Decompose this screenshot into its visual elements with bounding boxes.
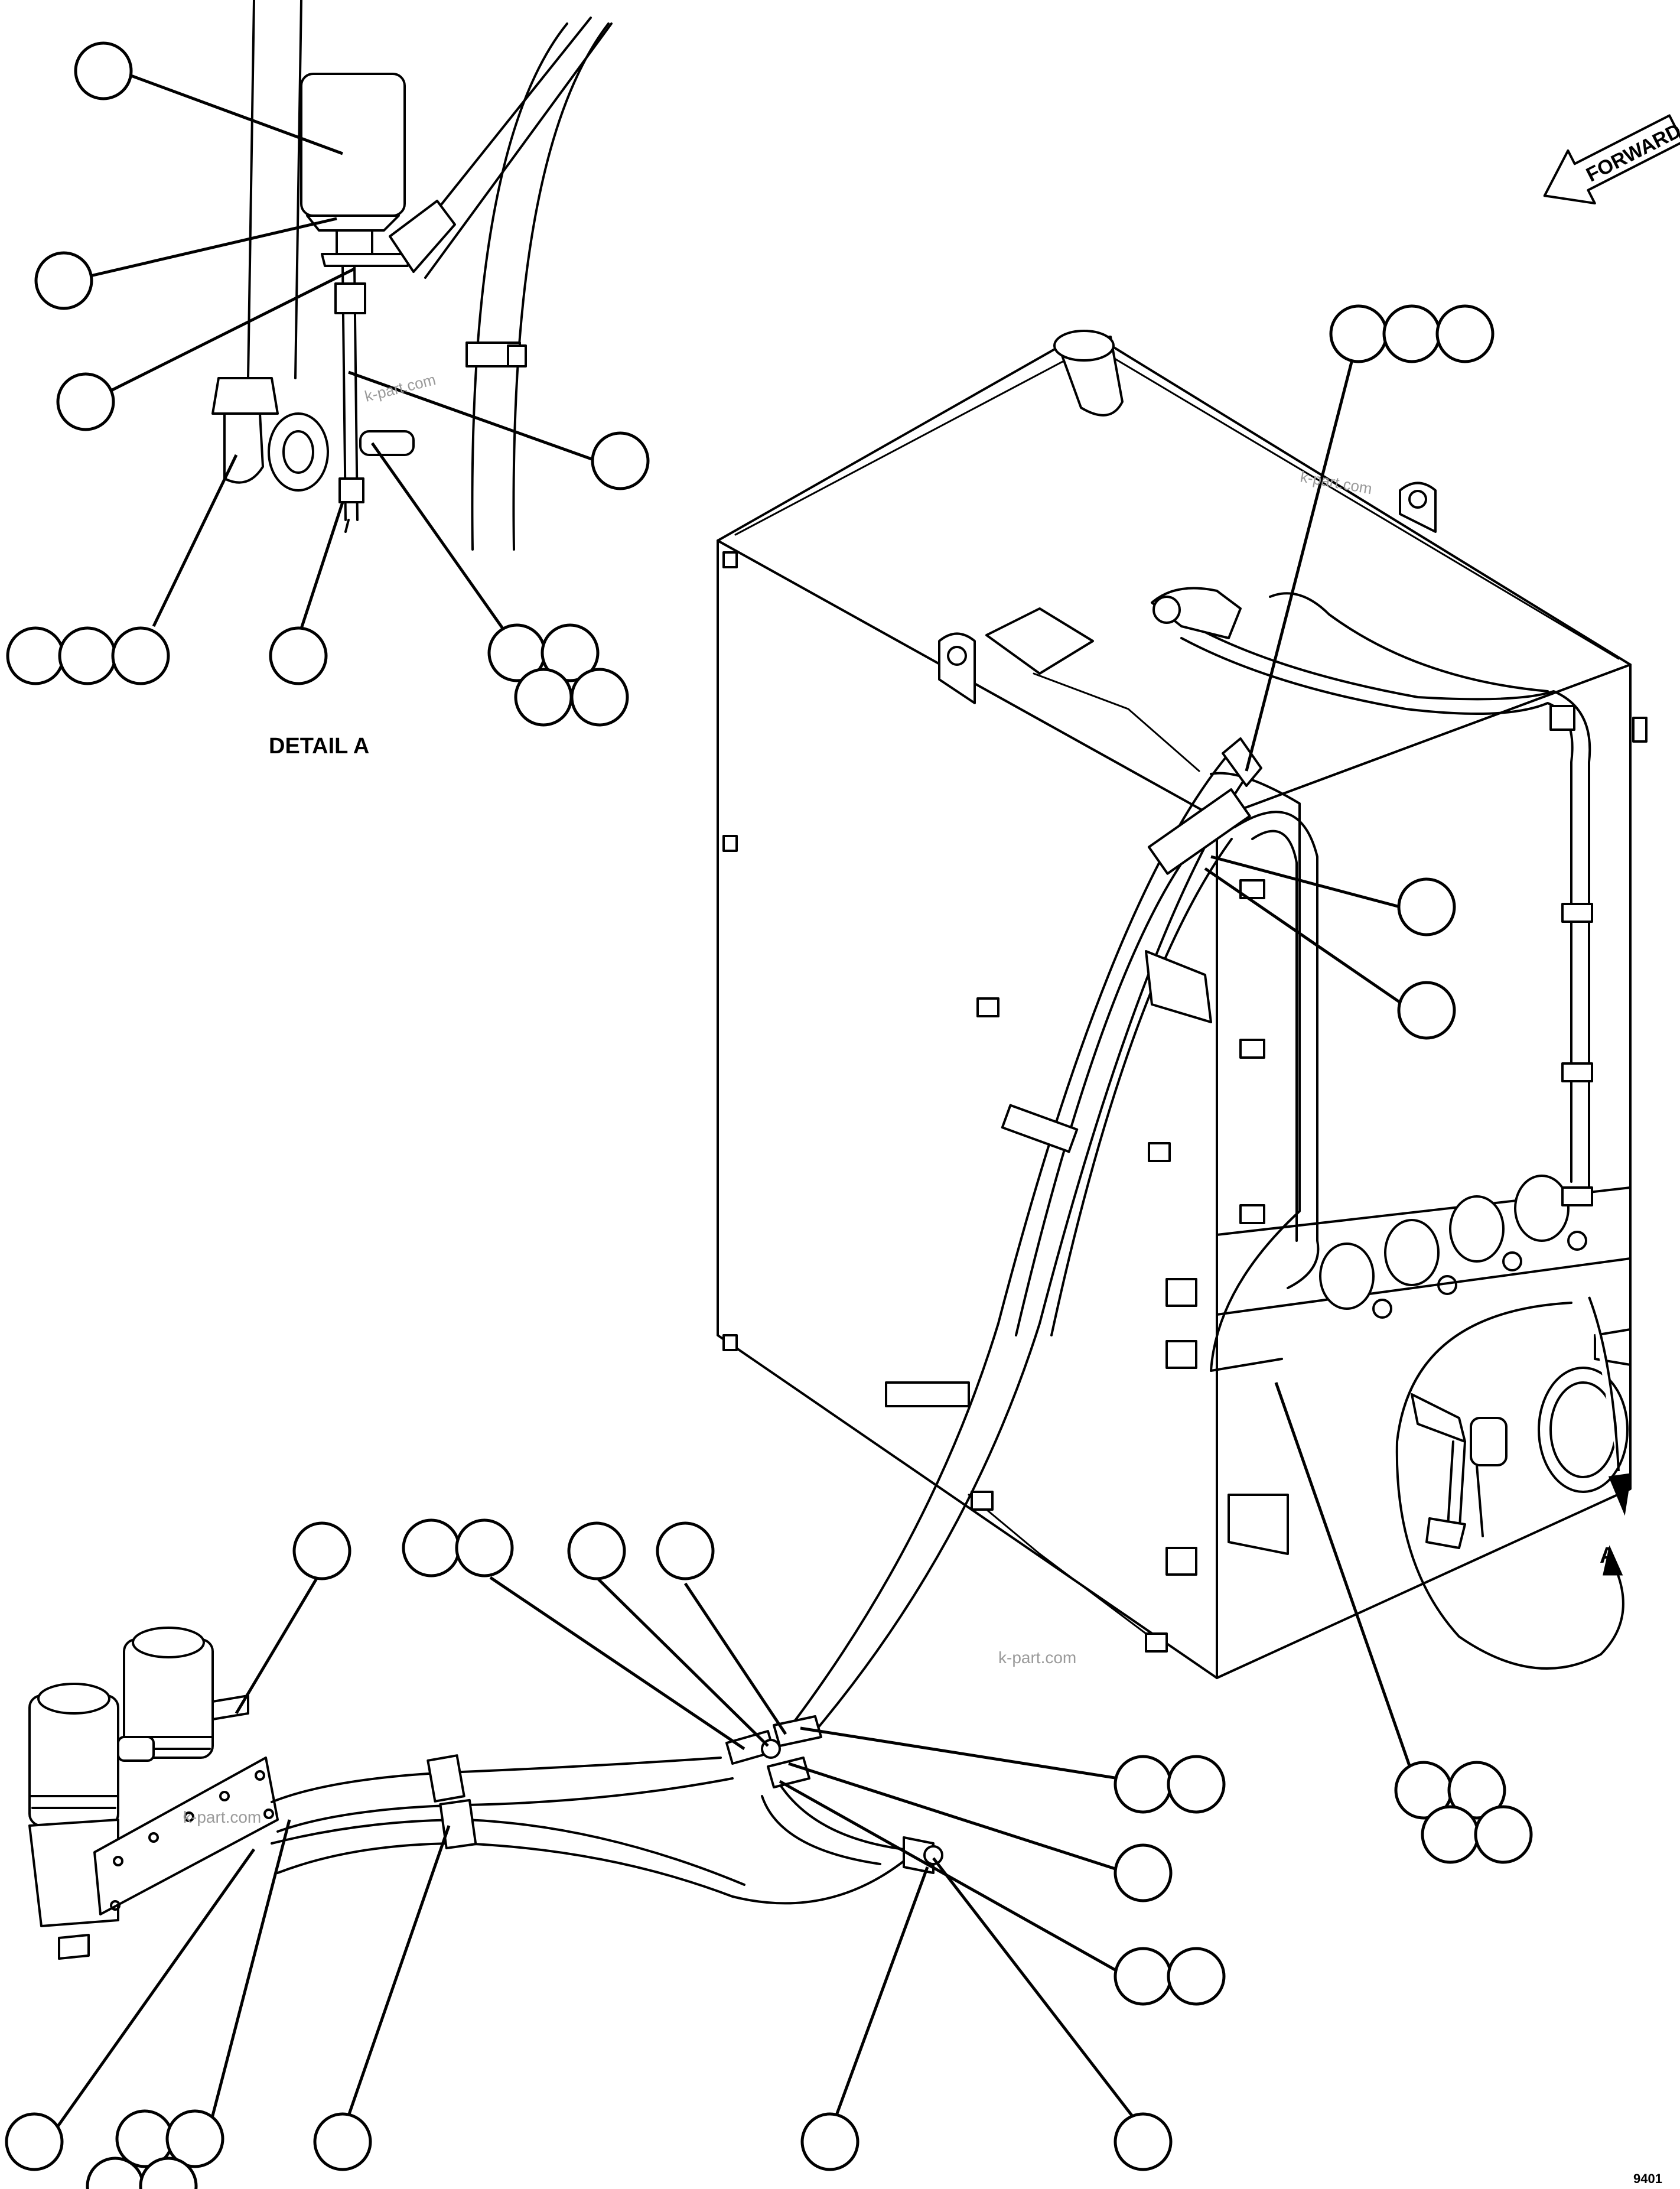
cover-bolts (110, 1770, 274, 1911)
callout-bubble (56, 372, 115, 431)
watermark: k-part.com (183, 1808, 261, 1826)
callout-bubble (800, 2112, 859, 2171)
callout-bubble (567, 1521, 626, 1580)
callout-bubble (58, 626, 117, 685)
tank-assembly (717, 330, 1648, 1732)
callout-bubble (6, 626, 65, 685)
detail-a-view (211, 0, 613, 551)
solenoid-cylinders (1319, 1175, 1587, 1319)
view-a-indicator: A (1395, 1296, 1632, 1670)
callout-bubble (139, 2157, 198, 2189)
callout-bubble (1435, 304, 1495, 363)
callout-bubble (1447, 1761, 1506, 1820)
view-a-label: A (1600, 1543, 1616, 1568)
callout-bubble (74, 41, 133, 100)
callout-bubble (1114, 2112, 1173, 2171)
callout-bubble (570, 668, 629, 727)
detail-a-label: DETAIL A (269, 734, 369, 759)
callout-bubble (1329, 304, 1388, 363)
callout-bubble (5, 2112, 64, 2171)
forward-arrow-icon: FORWARD (1543, 114, 1680, 205)
callout-bubble (1114, 1947, 1173, 2006)
callout-bubble (402, 1518, 461, 1577)
leader-lines (51, 69, 1414, 2134)
callout-bubble (1114, 1755, 1173, 1814)
callout-bubble (1114, 1843, 1173, 1902)
callout-bubble (1421, 1805, 1480, 1864)
watermark: k-part.com (998, 1648, 1076, 1667)
callout-bubbles (5, 41, 1533, 2189)
filter-assembly (28, 1627, 943, 1960)
callout-bubble (591, 431, 650, 490)
drawing-number: 9401 (1633, 2171, 1662, 2186)
callout-bubble (34, 251, 93, 310)
callout-bubble (111, 626, 170, 685)
callout-bubble (1382, 304, 1441, 363)
callout-bubble (656, 1521, 715, 1580)
callout-bubble (455, 1518, 514, 1577)
callout-bubble (1474, 1805, 1533, 1864)
callout-bubble (269, 626, 328, 685)
callout-bubble (313, 2112, 372, 2171)
callout-bubble (292, 1521, 351, 1580)
callout-bubble (1397, 981, 1456, 1040)
callout-bubble (1397, 877, 1456, 936)
callout-bubble (1167, 1947, 1226, 2006)
callout-bubble (514, 668, 573, 727)
callout-bubble (1167, 1755, 1226, 1814)
callout-bubble (541, 623, 600, 682)
callout-bubble (165, 2109, 224, 2168)
